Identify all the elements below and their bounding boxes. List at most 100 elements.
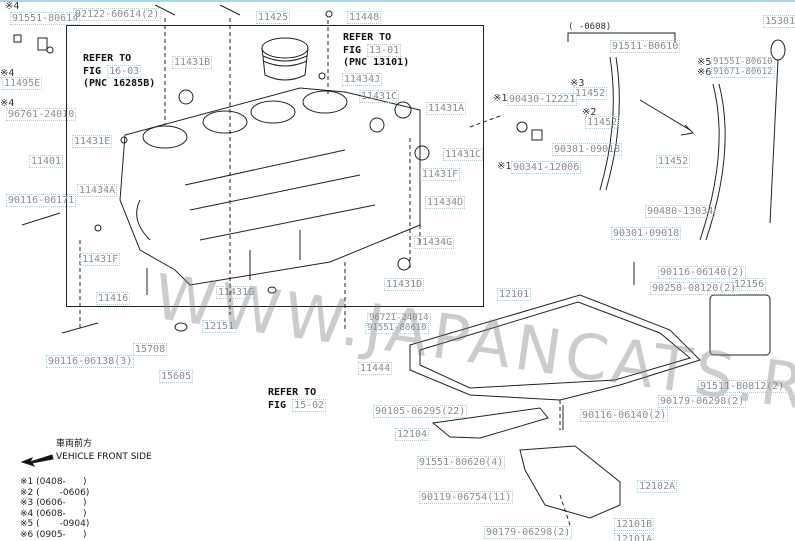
part-label[interactable]: 11416 <box>96 292 131 305</box>
part-label[interactable]: 90301-09018 <box>552 143 623 156</box>
pnc-text: (PNC 13101) <box>343 57 410 68</box>
oil-pan-lower-drawing <box>431 407 621 519</box>
part-label[interactable]: 91671-80612 <box>711 67 775 78</box>
part-label[interactable]: 90119-06754(11) <box>419 491 514 504</box>
note-mark: ※1 <box>493 93 508 104</box>
cylinder-block-drawing <box>119 87 421 286</box>
part-label[interactable]: 92122-60614(2) <box>73 8 162 21</box>
part-label[interactable]: 11434D <box>425 196 466 209</box>
note-mark: ※2 <box>582 107 597 118</box>
part-label[interactable]: 91551-80620(4) <box>417 456 506 469</box>
bracket-range: ( -0608) <box>568 22 612 32</box>
part-label[interactable]: 11452 <box>585 116 620 129</box>
part-label[interactable]: 12101A <box>614 533 655 541</box>
part-label[interactable]: 11434J <box>342 73 383 86</box>
part-label[interactable]: 91551-80614 <box>10 12 81 25</box>
vehicle-front-legend: 車両前方 VEHICLE FRONT SIDE <box>56 438 152 464</box>
part-label[interactable]: 11431F <box>80 253 121 266</box>
part-label[interactable]: 15605 <box>159 370 194 383</box>
footnote: ※2 ( -0606) <box>20 487 90 498</box>
note-mark: ※6 <box>697 67 712 78</box>
part-label[interactable]: 90301-09018 <box>611 227 682 240</box>
note-mark: ※4 <box>0 68 15 79</box>
vehicle-front-jp: 車両前方 <box>56 439 93 449</box>
note-mark: ※1 <box>497 161 512 172</box>
part-label[interactable]: 11495E <box>2 77 43 90</box>
part-label[interactable]: 11425 <box>256 11 291 24</box>
part-label[interactable]: 12104 <box>395 428 430 441</box>
fig-link[interactable]: 16-03 <box>107 65 142 78</box>
part-label[interactable]: 11431A <box>426 102 467 115</box>
fig-prefix: FIG <box>83 66 102 77</box>
part-label[interactable]: 15708 <box>133 343 168 356</box>
top-border <box>0 0 795 2</box>
part-label[interactable]: 11431C <box>443 148 484 161</box>
footnote: ※1 (0408- ) <box>20 477 87 487</box>
note-mark: ※4 <box>0 98 15 109</box>
part-label[interactable]: 11452 <box>573 87 608 100</box>
note-mark: ※5 <box>697 57 712 68</box>
part-label[interactable]: 90250-08120(2) <box>650 282 739 295</box>
refer-to-fig-16-03[interactable]: REFER TO FIG 16-03 (PNC 16285B) <box>83 53 155 90</box>
part-label[interactable]: 12101B <box>614 518 655 531</box>
part-label[interactable]: 90116-06140(2) <box>658 266 747 279</box>
part-label[interactable]: 96761-24010 <box>6 108 77 121</box>
part-label[interactable]: 12156 <box>732 278 767 291</box>
fig-link[interactable]: 15-02 <box>292 399 327 412</box>
piston-drawing <box>261 37 309 81</box>
part-label[interactable]: 11401 <box>29 155 64 168</box>
part-label[interactable]: 90480-13034 <box>645 205 716 218</box>
footnote: ※5 ( -0904) <box>20 519 90 529</box>
part-label[interactable]: 90116-06171 <box>6 194 77 207</box>
part-label[interactable]: 11434A <box>77 184 118 197</box>
part-label[interactable]: 11452 <box>656 155 691 168</box>
fig-prefix: FIG <box>268 400 287 411</box>
part-label[interactable]: 12101 <box>497 288 532 301</box>
part-label[interactable]: 11431E <box>72 135 113 148</box>
part-label[interactable]: 90179-06298(2) <box>658 395 747 408</box>
fig-link[interactable]: 13-01 <box>367 44 402 57</box>
part-label[interactable]: 11448 <box>347 11 382 24</box>
part-label[interactable]: 11431G <box>216 286 257 299</box>
vehicle-front-arrow-icon <box>20 454 54 467</box>
note-mark: ※4 <box>5 1 20 12</box>
refer-to-text: REFER TO <box>268 387 317 398</box>
part-label[interactable]: 11434G <box>414 236 455 249</box>
part-label[interactable]: 15301 <box>763 15 795 28</box>
part-label[interactable]: 91511-B0812(2) <box>698 380 787 393</box>
fig-prefix: FIG <box>343 45 362 56</box>
leader-lines <box>79 18 571 526</box>
footnote: ※6 (0905- ) <box>20 529 87 540</box>
vehicle-front-en: VEHICLE FRONT SIDE <box>56 452 152 462</box>
part-label[interactable]: 90105-06295(22) <box>373 405 468 418</box>
part-label[interactable]: 11431C <box>359 90 400 103</box>
refer-to-text: REFER TO <box>83 53 132 64</box>
cylinder-block-frame <box>66 25 484 307</box>
footnote: ※3 (0606- ) <box>20 498 87 508</box>
part-label[interactable]: 90116-06140(2) <box>580 409 669 422</box>
plug-drawings <box>13 10 543 332</box>
part-label[interactable]: 11431F <box>420 168 461 181</box>
pnc-text: (PNC 16285B) <box>83 78 156 89</box>
footnotes: ※1 (0408- ) ※2 ( -0606) ※3 (0606- ) ※4 (… <box>20 477 89 540</box>
oil-pan-upper-drawing <box>409 294 771 401</box>
part-label[interactable]: 91551-80610 <box>365 323 429 334</box>
part-label[interactable]: 11431B <box>172 56 213 69</box>
part-label[interactable]: 91511-B0610 <box>610 40 681 53</box>
refer-to-text: REFER TO <box>343 32 392 43</box>
part-label[interactable]: 11444 <box>358 362 393 375</box>
part-label[interactable]: 11431D <box>384 278 425 291</box>
part-label[interactable]: 90341-12006 <box>511 161 582 174</box>
footnote: ※4 (0608- ) <box>20 508 87 519</box>
part-label[interactable]: 12102A <box>637 480 678 493</box>
part-label[interactable]: 90179-06298(2) <box>484 526 573 539</box>
refer-to-fig-13-01[interactable]: REFER TO FIG 13-01 (PNC 13101) <box>343 32 409 69</box>
part-label[interactable]: 90116-06138(3) <box>46 355 135 368</box>
refer-to-fig-15-02[interactable]: REFER TO FIG 15-02 <box>268 387 327 412</box>
bracket-line <box>567 32 676 42</box>
part-label[interactable]: 12151 <box>202 320 237 333</box>
note-mark: ※3 <box>570 78 585 89</box>
part-label[interactable]: 90430-12221 <box>507 93 578 106</box>
